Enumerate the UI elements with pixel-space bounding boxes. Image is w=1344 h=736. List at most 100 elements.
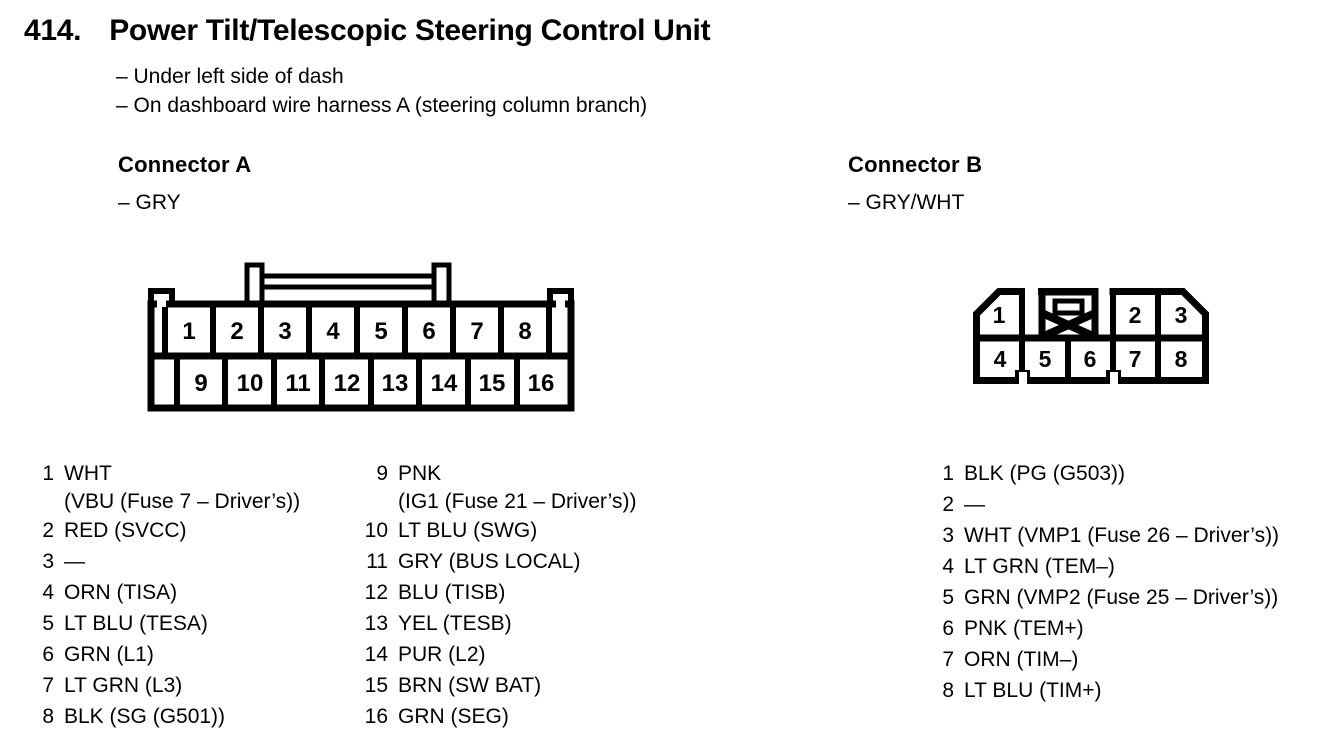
location-notes: – Under left side of dash – On dashboard… xyxy=(116,62,647,120)
pin-label: PNK xyxy=(398,462,442,485)
pin-number: 15 xyxy=(364,674,388,697)
connector-a-lock-bridge xyxy=(244,262,452,306)
pin-number: 8 xyxy=(942,679,954,702)
pin-row: 3 — xyxy=(28,546,300,577)
pin-row: 4 ORN (TISA) xyxy=(28,577,300,608)
pin-row: 15 BRN (SW BAT) xyxy=(362,670,636,701)
pin-row: 11 GRY (BUS LOCAL) xyxy=(362,546,636,577)
pin-row: 6 GRN (L1) xyxy=(28,639,300,670)
pin-number: 4 xyxy=(942,555,954,578)
connector-a-color-note: – GRY xyxy=(118,191,181,214)
connector-b-index-notches xyxy=(1015,370,1121,386)
connector-b-heading: Connector B – GRY/WHT xyxy=(848,152,982,215)
pin-row: 8 BLK (SG (G501)) xyxy=(28,701,300,732)
pin-number: 5 xyxy=(42,612,54,635)
a-cell-1: 1 xyxy=(182,318,195,345)
a-cell-13: 13 xyxy=(382,370,409,397)
pin-row: 6 PNK (TEM+) xyxy=(928,613,1279,644)
pin-row: 9 PNK xyxy=(362,458,636,489)
pin-row: 4 LT GRN (TEM–) xyxy=(928,551,1279,582)
b-cell-3: 3 xyxy=(1175,302,1188,328)
pin-number: 2 xyxy=(42,519,54,542)
pin-label: GRN (VMP2 (Fuse 25 – Driver’s)) xyxy=(964,586,1279,609)
pin-label: LT BLU (SWG) xyxy=(398,519,538,542)
a-cell-10: 10 xyxy=(237,370,264,397)
pin-label: ORN (TISA) xyxy=(64,581,178,604)
pin-row: 2 RED (SVCC) xyxy=(28,515,300,546)
pin-row: 16 GRN (SEG) xyxy=(362,701,636,732)
pin-label: BLK (SG (G501)) xyxy=(64,705,226,728)
pin-label: GRN (SEG) xyxy=(398,705,509,728)
pin-number: 13 xyxy=(364,612,388,635)
pin-label: BRN (SW BAT) xyxy=(398,674,542,697)
connector-b-pin-numbers: 1 2 3 4 5 6 7 8 xyxy=(993,302,1188,372)
pin-row: 8 LT BLU (TIM+) xyxy=(928,675,1279,706)
pin-label: BLU (TISB) xyxy=(398,581,506,604)
b-cell-7: 7 xyxy=(1129,346,1142,372)
b-cell-4: 4 xyxy=(994,346,1007,372)
pin-label: PNK (TEM+) xyxy=(964,617,1084,640)
connector-b-diagram: 1 2 3 4 5 6 7 8 xyxy=(973,286,1209,386)
a-cell-6: 6 xyxy=(422,318,435,345)
pin-number: 1 xyxy=(942,462,954,485)
connector-a-grid-lines xyxy=(148,307,574,405)
connector-b-pin-list: 1 BLK (PG (G503)) 2 — 3 WHT (VMP1 (Fuse … xyxy=(928,458,1279,706)
pin-number: 7 xyxy=(942,648,954,671)
connector-b-color-note: – GRY/WHT xyxy=(848,191,965,214)
connector-a-pin-list-right: 9 PNK (IG1 (Fuse 21 – Driver’s)) 10 LT B… xyxy=(362,458,637,732)
pin-row: 7 LT GRN (L3) xyxy=(28,670,300,701)
pin-label: PUR (L2) xyxy=(398,643,486,666)
a-cell-2: 2 xyxy=(230,318,243,345)
pin-label: — xyxy=(64,550,85,573)
pin-label: LT BLU (TIM+) xyxy=(964,679,1102,702)
pin-number: 10 xyxy=(364,519,388,542)
ear-channel-right xyxy=(556,299,565,310)
pin-number: 1 xyxy=(42,462,54,485)
pin-label: LT GRN (L3) xyxy=(64,674,183,697)
pin-row: 5 LT BLU (TESA) xyxy=(28,608,300,639)
connector-a-diagram: 1 2 3 4 5 6 7 8 9 10 11 12 13 14 15 16 xyxy=(147,262,575,412)
connector-a-heading: Connector A – GRY xyxy=(118,152,251,215)
a-cell-7: 7 xyxy=(470,318,483,345)
pin-row: 3 WHT (VMP1 (Fuse 26 – Driver’s)) xyxy=(928,520,1279,551)
connector-b-latch xyxy=(1038,288,1099,342)
b-cell-2: 2 xyxy=(1129,302,1142,328)
pin-label: GRY (BUS LOCAL) xyxy=(398,550,581,573)
pin-label: YEL (TESB) xyxy=(398,612,512,635)
b-cell-6: 6 xyxy=(1084,346,1097,372)
a-cell-4: 4 xyxy=(326,318,340,345)
pin-label: RED (SVCC) xyxy=(64,519,187,542)
pin-label: LT BLU (TESA) xyxy=(64,612,208,635)
pin-number: 5 xyxy=(942,586,954,609)
a-cell-15: 15 xyxy=(479,370,506,397)
pin-number: 3 xyxy=(942,524,954,547)
connector-b-title: Connector B xyxy=(848,152,983,177)
pin-number: 6 xyxy=(942,617,954,640)
a-cell-5: 5 xyxy=(374,318,387,345)
connector-a-title: Connector A xyxy=(118,152,252,177)
a-cell-16: 16 xyxy=(528,370,555,397)
pin-label: ORN (TIM–) xyxy=(964,648,1079,671)
pin-row: 2 — xyxy=(928,489,1279,520)
pin-row: 14 PUR (L2) xyxy=(362,639,636,670)
pin-number: 4 xyxy=(42,581,54,604)
pin-label: GRN (L1) xyxy=(64,643,154,666)
location-note-1: – Under left side of dash xyxy=(116,65,344,88)
connector-a-pin-numbers: 1 2 3 4 5 6 7 8 9 10 11 12 13 14 15 16 xyxy=(182,318,554,397)
pin-number: 7 xyxy=(42,674,54,697)
connector-a-pin-list-left: 1 WHT (VBU (Fuse 7 – Driver’s)) 2 RED (S… xyxy=(28,458,300,732)
pin-number: 12 xyxy=(364,581,388,604)
pin-number: 8 xyxy=(42,705,54,728)
a-cell-9: 9 xyxy=(194,370,207,397)
pin-label: BLK (PG (G503)) xyxy=(964,462,1126,485)
pin-number: 14 xyxy=(364,643,388,666)
pin-row: 13 YEL (TESB) xyxy=(362,608,636,639)
a-cell-12: 12 xyxy=(334,370,361,397)
pin-row: 5 GRN (VMP2 (Fuse 25 – Driver’s)) xyxy=(928,582,1279,613)
pin-number: 3 xyxy=(42,550,54,573)
a-cell-14: 14 xyxy=(431,370,458,397)
pin-number: 9 xyxy=(376,462,388,485)
location-note-2: – On dashboard wire harness A (steering … xyxy=(116,94,648,117)
b-cell-1: 1 xyxy=(993,302,1006,328)
